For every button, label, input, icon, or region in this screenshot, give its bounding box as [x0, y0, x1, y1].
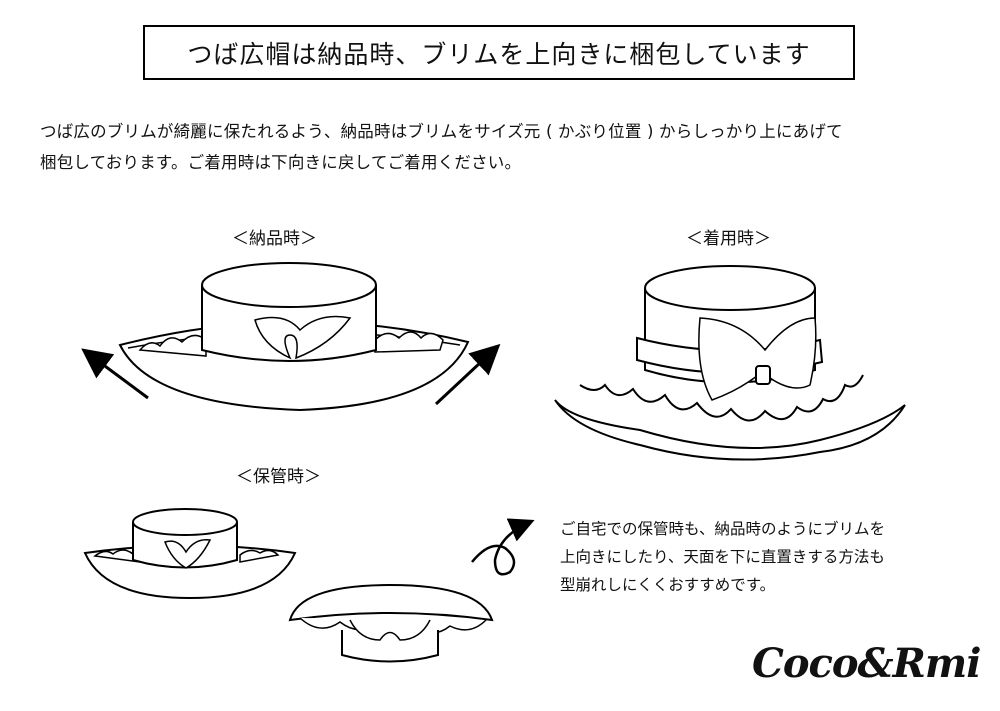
hat-delivery-illustration: [118, 262, 470, 412]
label-delivery: ＜納品時＞: [232, 229, 317, 249]
intro-line-2: 梱包しております。ご着用時は下向きに戻してご着用ください。: [40, 153, 522, 172]
storage-note: ご自宅での保管時も、納品時のようにブリムを 上向きにしたり、天面を下に直置きする…: [560, 515, 940, 599]
intro-text: つば広のブリムが綺麗に保たれるよう、納品時はブリムをサイズ元 ( かぶり位置 )…: [40, 116, 970, 178]
brand-logo: Coco&Rmi: [752, 640, 981, 687]
hat-storage-up-illustration: [83, 508, 297, 600]
note-line-1: ご自宅での保管時も、納品時のようにブリムを: [560, 520, 886, 538]
hat-storage-down-illustration: [288, 583, 494, 663]
arrow-up-left-icon: [81, 348, 149, 400]
note-line-3: 型崩れしにくくおすすめです。: [560, 576, 776, 594]
curly-arrow-icon: [471, 518, 535, 576]
arrow-up-right-icon: [434, 343, 501, 406]
title-box: つば広帽は納品時、ブリムを上向きに梱包しています: [143, 25, 855, 80]
label-storage: ＜保管時＞: [236, 467, 321, 487]
page-title: つば広帽は納品時、ブリムを上向きに梱包しています: [187, 39, 811, 69]
note-line-2: 上向きにしたり、天面を下に直置きする方法も: [560, 548, 885, 566]
hat-wearing-illustration: [554, 265, 906, 461]
intro-line-1: つば広のブリムが綺麗に保たれるよう、納品時はブリムをサイズ元 ( かぶり位置 )…: [40, 122, 843, 141]
label-wearing: ＜着用時＞: [686, 229, 771, 249]
